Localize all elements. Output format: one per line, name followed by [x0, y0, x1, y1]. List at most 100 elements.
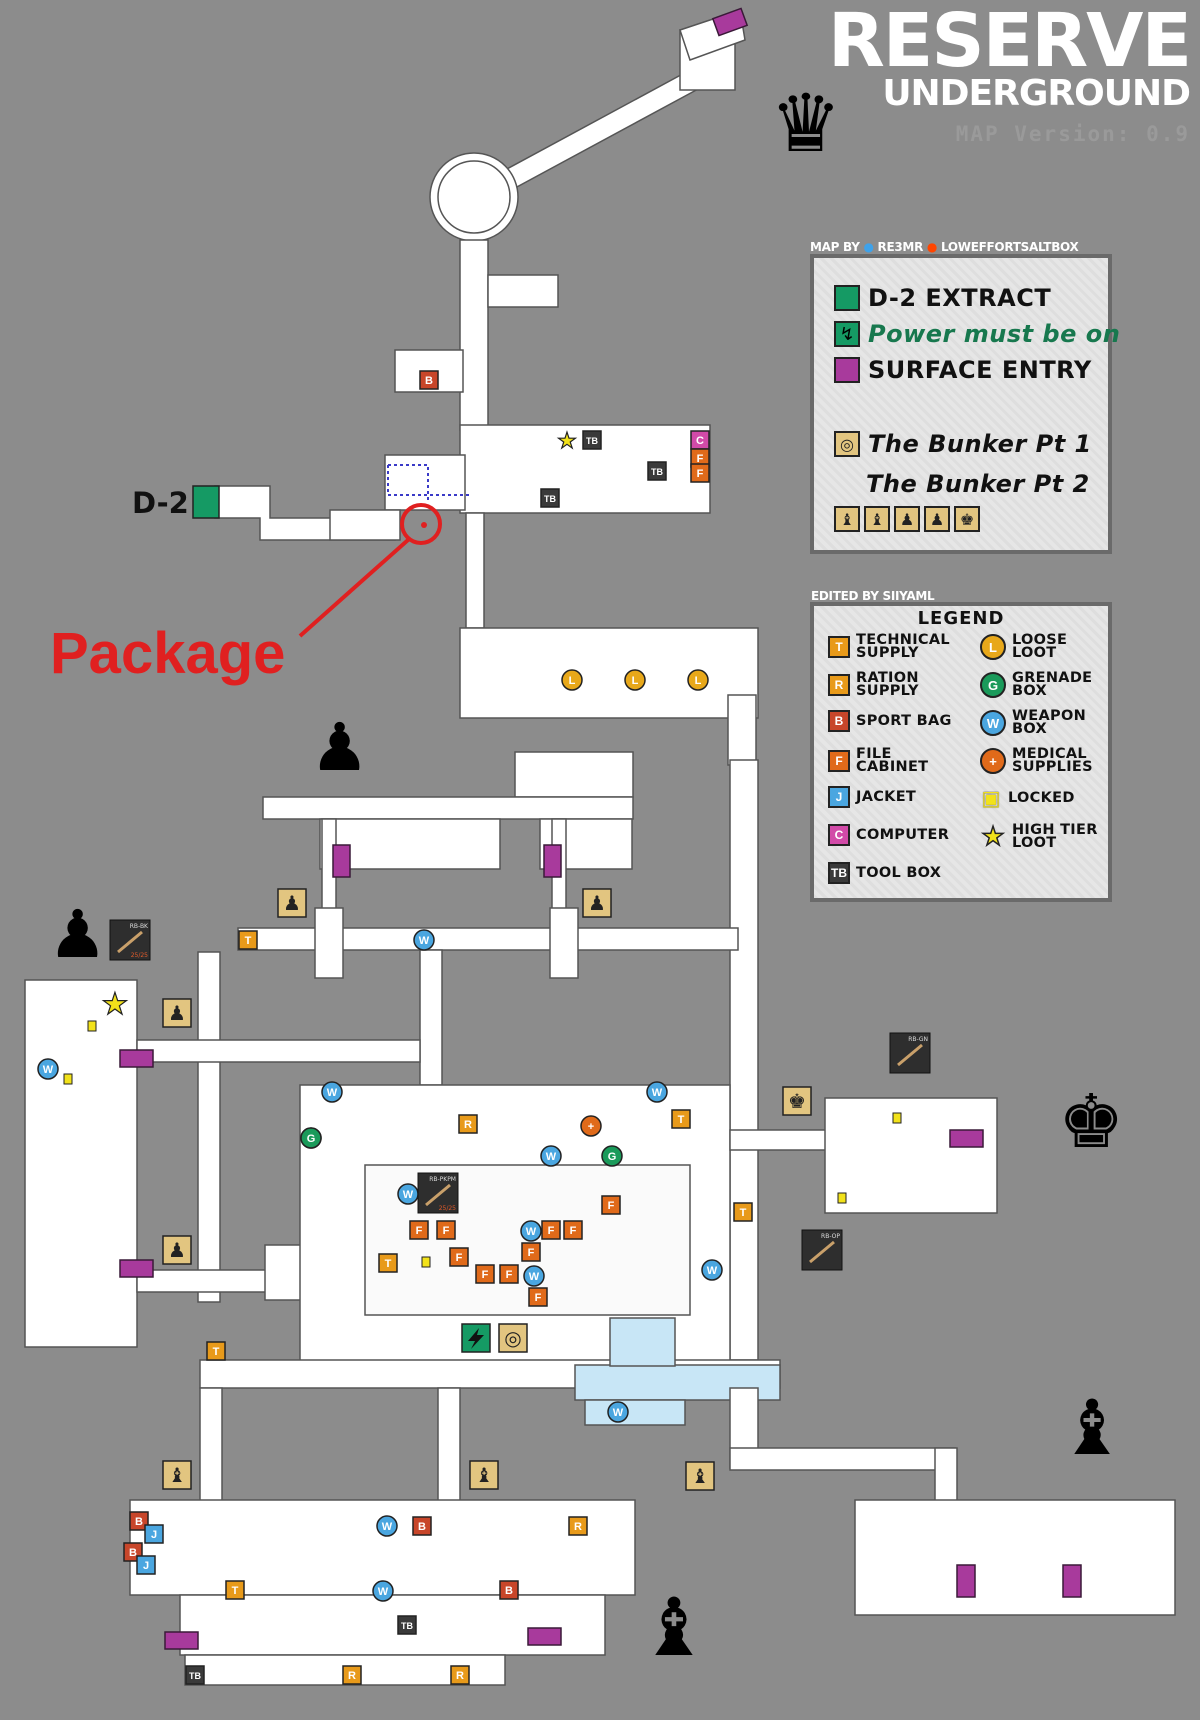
lock-icon [63, 1073, 73, 1085]
bag-marker-code: B [505, 1585, 513, 1597]
bunker-badge-glyph: ♟ [283, 891, 301, 915]
surface-entry-ne [711, 7, 749, 37]
lock-icon [892, 1112, 902, 1124]
file-marker-code: F [570, 1225, 577, 1237]
bunker-badge-frame [162, 998, 192, 1028]
key-bunker-pt2-label: The Bunker Pt 2 [866, 470, 1090, 498]
bunker-badge-glyph: ♚ [788, 1089, 806, 1113]
file-marker-box [541, 1220, 561, 1240]
weapon-marker-disc [701, 1259, 723, 1281]
legend-square-icon: R [828, 674, 850, 696]
west-room [24, 979, 138, 1348]
key-card-frame [109, 919, 151, 961]
bunker-badge-frame [498, 1323, 528, 1353]
toolbox-marker: TB [397, 1615, 417, 1635]
weapon-marker-disc [520, 1220, 542, 1242]
bag-marker: B [499, 1580, 519, 1600]
legend-square-icon: C [828, 824, 850, 846]
pawn-icon: ♟ [48, 896, 108, 973]
map-by-twitter: RE3MR [877, 240, 924, 254]
bunker-badge-frame [782, 1086, 812, 1116]
bag-marker: B [412, 1516, 432, 1536]
jacket-marker-box [136, 1555, 156, 1575]
jacket-marker-box [144, 1524, 164, 1544]
south-water-2 [609, 1317, 676, 1367]
ration-marker-code: R [456, 1670, 464, 1682]
file-marker: F [563, 1220, 583, 1240]
surface-entry-sw-2 [527, 1627, 562, 1646]
bag-marker-code: B [135, 1516, 143, 1528]
bag-marker-box [499, 1580, 519, 1600]
medical-marker-disc [580, 1115, 602, 1137]
surface-entry-king [949, 1129, 984, 1148]
file-marker-box [521, 1242, 541, 1262]
key-shape [809, 1240, 835, 1264]
file-marker-code: F [697, 468, 704, 480]
bag-marker-box [129, 1511, 149, 1531]
weapon-marker: W [646, 1081, 668, 1103]
package-dot [421, 522, 427, 528]
legend-item-label: FILE CABINET [856, 746, 929, 775]
bag-marker-code: B [129, 1547, 137, 1559]
legend-item: ★HIGH TIER LOOT [980, 821, 1098, 853]
weapon-marker-code: W [403, 1189, 414, 1201]
north-side-room [487, 274, 559, 308]
key-card-label: RB-BK [130, 923, 149, 930]
map-by-reddit: LOWEFFORTSALTBOX [940, 240, 1079, 254]
file-marker-code: F [535, 1292, 542, 1304]
tech-marker-code: T [678, 1114, 685, 1126]
map-title: RESERVE [827, 0, 1192, 84]
bishop-badge-icon: ♝ [864, 506, 890, 532]
bunker-badge-frame [582, 888, 612, 918]
file-marker: F [409, 1220, 429, 1240]
bunker-badge-icon: ♟ [277, 888, 307, 918]
high-tier-star-icon: ★ [102, 987, 129, 1022]
bishop-shaft [934, 1447, 958, 1504]
east-corridor [729, 759, 759, 1361]
cross-hub-west [314, 907, 344, 979]
tech-marker-code: T [213, 1346, 220, 1358]
legend-item-label: MEDICAL SUPPLIES [1012, 746, 1093, 775]
loose-marker: L [687, 669, 709, 691]
file-marker-code: F [482, 1269, 489, 1281]
weapon-marker: W [540, 1145, 562, 1167]
toolbox-marker-box [647, 461, 667, 481]
legend-square-icon: B [828, 710, 850, 732]
legend-square-icon: F [828, 750, 850, 772]
weapon-marker-disc [321, 1081, 343, 1103]
toolbox-marker: TB [582, 430, 602, 450]
toolbox-marker: TB [540, 488, 560, 508]
d2-extract-label: D-2 [132, 486, 189, 520]
bag-marker-code: B [425, 375, 433, 387]
bunker-badge-glyph: ♟ [168, 1001, 186, 1025]
loose-marker: L [624, 669, 646, 691]
jacket-marker-code: J [143, 1560, 149, 1572]
file-marker-box [690, 463, 710, 483]
lock-icon [421, 1256, 431, 1268]
key-bunker-pt1-label: The Bunker Pt 1 [868, 430, 1092, 458]
d2-extract-marker [192, 485, 220, 519]
key-card-frame [889, 1032, 931, 1074]
bunker-badge-icon: ♝ [685, 1461, 715, 1491]
surface-entry-west-2 [119, 1259, 154, 1278]
weapon-marker-disc [372, 1580, 394, 1602]
weapon-marker: W [701, 1259, 723, 1281]
tech-marker-box [733, 1202, 753, 1222]
tech-marker: T [378, 1253, 398, 1273]
surface-entry-bishop-2 [1062, 1564, 1082, 1598]
loose-marker-code: L [569, 675, 576, 687]
reddit-alien-icon: ● [926, 240, 938, 254]
mid-connector [465, 512, 485, 629]
legend-circle-icon: L [980, 634, 1006, 660]
toolbox-marker-code: TB [544, 494, 556, 504]
pawn-icon: ♟ [310, 709, 370, 786]
bunker-badge-glyph: ♟ [168, 1238, 186, 1262]
weapon-marker: W [37, 1058, 59, 1080]
north-spine [459, 239, 489, 431]
package-label: Package [50, 621, 286, 686]
bishop-room [854, 1499, 1176, 1616]
